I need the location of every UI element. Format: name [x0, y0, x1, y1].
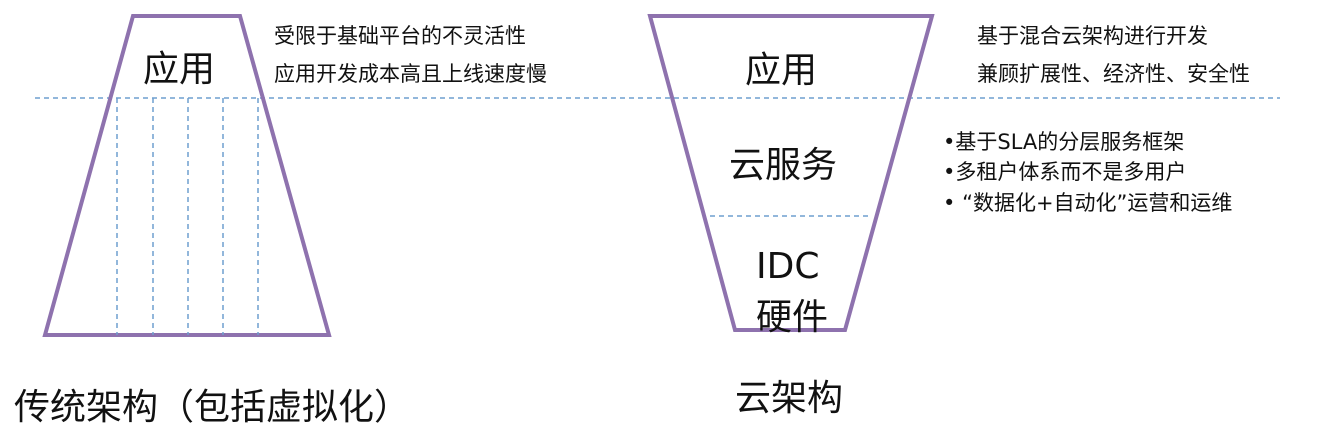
bullet-text: 多租户体系而不是多用户 — [955, 160, 1187, 184]
cloud-bullet-item: •多租户体系而不是多用户 — [943, 156, 1186, 186]
bullet-dot: • — [943, 160, 956, 184]
cloud-bullet-item: • “数据化+自动化”运营和运维 — [943, 187, 1232, 217]
traditional-caption: 传统架构（包括虚拟化） — [14, 387, 411, 428]
cloud-service-label: 云服务 — [729, 145, 838, 186]
traditional-trapezoid — [42, 14, 332, 337]
traditional-desc-line-2: 应用开发成本高且上线速度慢 — [274, 62, 547, 86]
bullet-dot: • — [943, 191, 956, 215]
traditional-desc-line-1: 受限于基础平台的不灵活性 — [274, 24, 526, 48]
cloud-hardware-label: 硬件 — [756, 297, 829, 338]
cloud-idc-label: IDC — [756, 246, 820, 287]
virtualization-divisions — [116, 98, 259, 335]
cloud-desc-line-1: 基于混合云架构进行开发 — [977, 24, 1208, 48]
cloud-desc-line-2: 兼顾扩展性、经济性、安全性 — [977, 62, 1250, 86]
bullet-text: “数据化+自动化”运营和运维 — [962, 191, 1233, 215]
traditional-app-label: 应用 — [143, 49, 216, 90]
bullet-dot: • — [943, 130, 956, 154]
cloud-caption: 云架构 — [735, 378, 844, 419]
cloud-bullet-item: •基于SLA的分层服务框架 — [943, 126, 1184, 156]
cloud-app-label: 应用 — [745, 50, 818, 91]
cloud-trapezoid — [647, 14, 935, 332]
bullet-text: 基于SLA的分层服务框架 — [955, 130, 1185, 154]
